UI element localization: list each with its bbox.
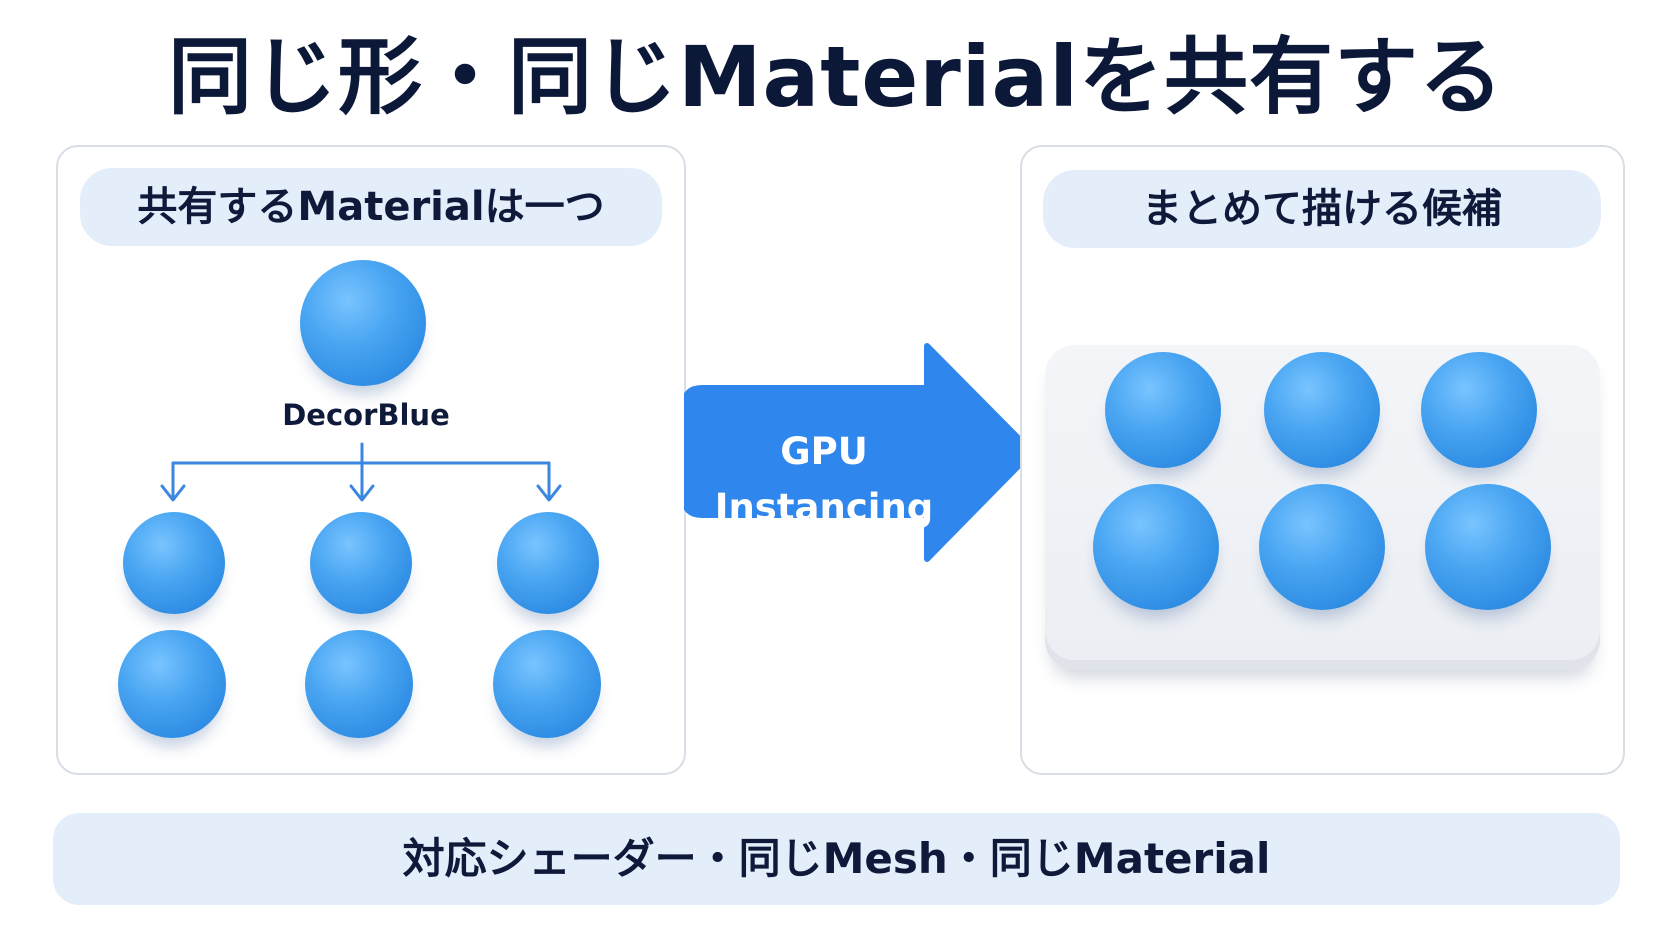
instance-sphere [305,630,413,738]
batched-sphere [1264,352,1380,468]
instance-sphere [497,512,599,614]
material-name-label: DecorBlue [282,398,450,432]
gpu-instancing-arrow [684,343,1034,562]
instance-sphere [123,512,225,614]
batched-sphere [1425,484,1551,610]
source-material-sphere [300,260,426,386]
instance-sphere [493,630,601,738]
instance-sphere [118,630,226,738]
instance-sphere [310,512,412,614]
slide-title: 同じ形・同じMaterialを共有する [167,28,1505,126]
batched-sphere [1421,352,1537,468]
requirements-bar: 対応シェーダー・同じMesh・同じMaterial [53,813,1620,905]
batch-candidates-header: まとめて描ける候補 [1043,170,1601,248]
batched-sphere [1105,352,1221,468]
batched-sphere [1093,484,1219,610]
gpu-instancing-label: GPU Instancing [714,430,934,529]
batched-sphere [1259,484,1385,610]
shared-material-header: 共有するMaterialは一つ [80,168,662,246]
